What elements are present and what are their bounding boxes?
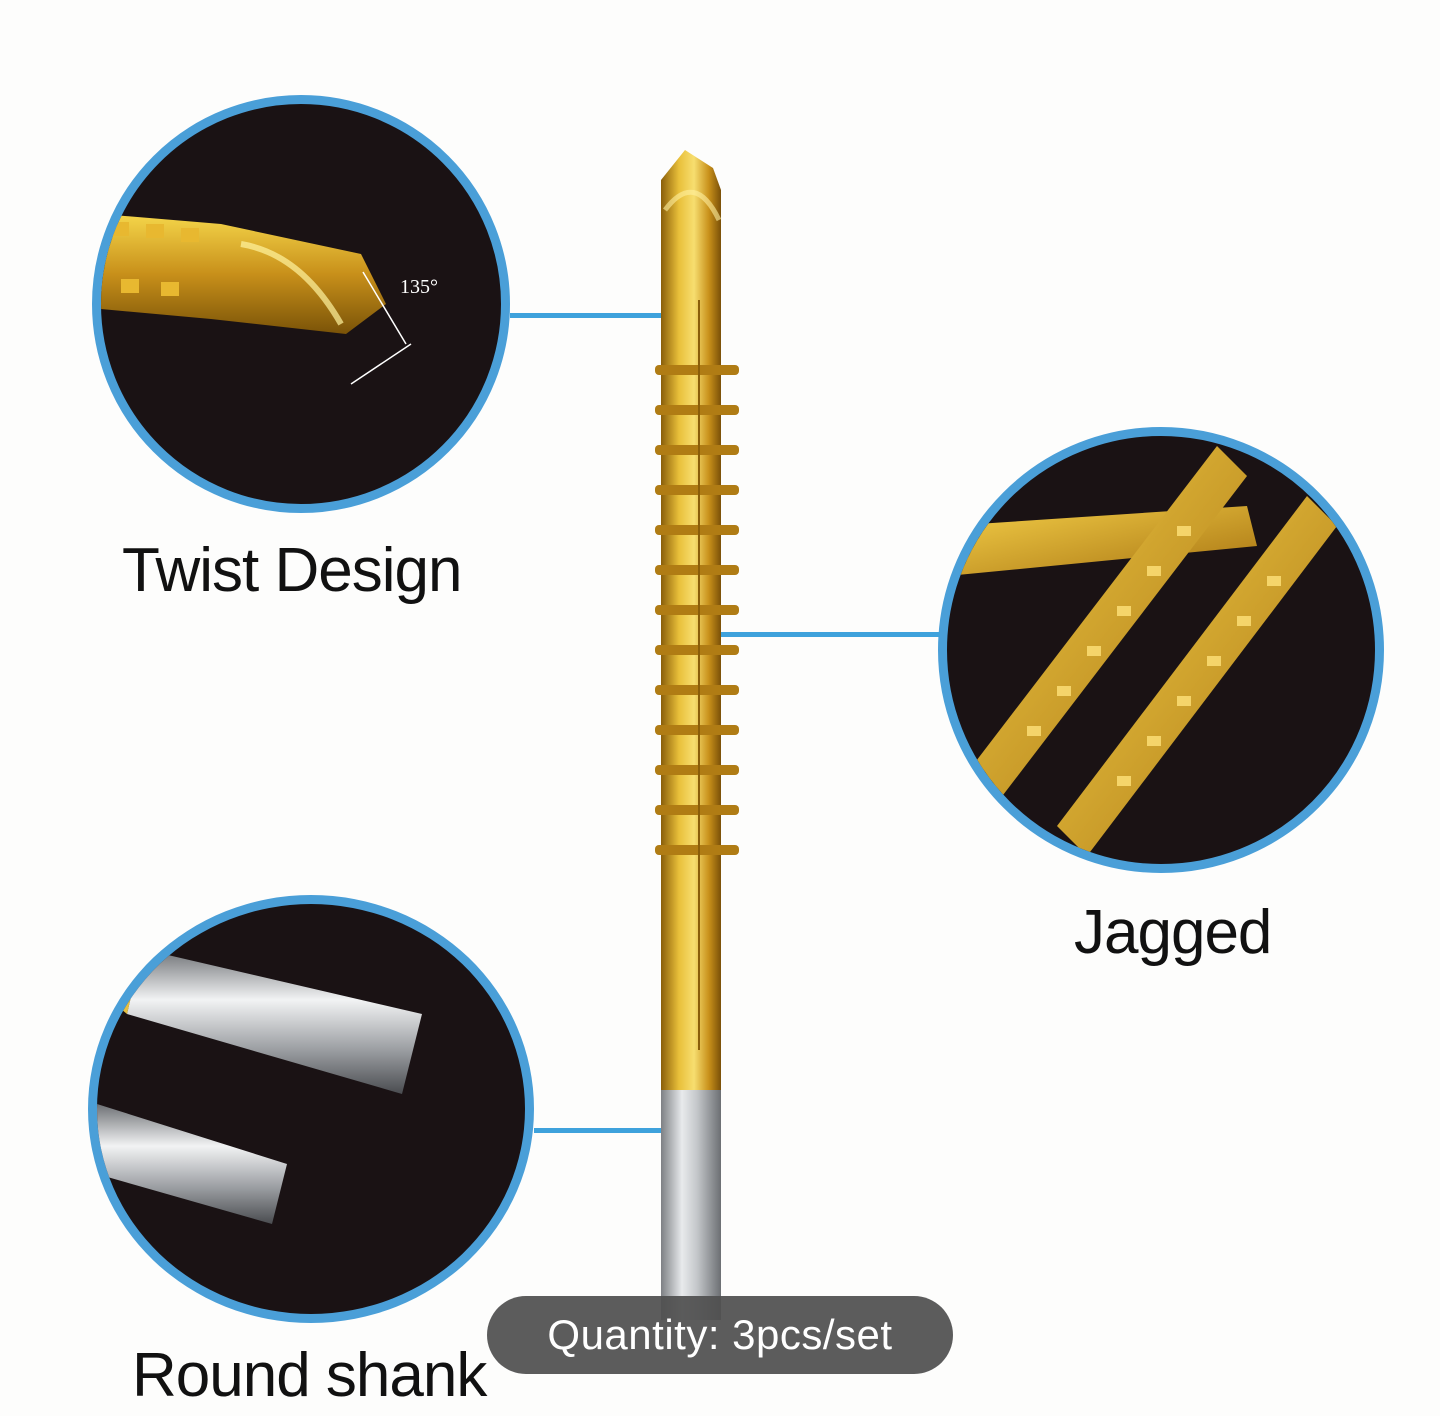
twist-design-label: Twist Design bbox=[122, 536, 462, 605]
round-shank-closeup-image bbox=[97, 949, 422, 1224]
quantity-badge: Quantity: 3pcs/set bbox=[487, 1296, 953, 1374]
twist-connector-line bbox=[510, 313, 666, 318]
jagged-teeth-closeup-image bbox=[947, 446, 1337, 856]
round-shank-label: Round shank bbox=[132, 1341, 487, 1410]
drill-bit-image bbox=[655, 150, 739, 1320]
shank-connector-line bbox=[534, 1128, 664, 1133]
jagged-label: Jagged bbox=[1074, 898, 1272, 967]
drill-tip-closeup-image bbox=[101, 214, 412, 385]
jagged-detail-circle bbox=[938, 427, 1384, 873]
angle-annotation: 135° bbox=[400, 276, 438, 298]
round-shank-detail-circle bbox=[88, 895, 534, 1323]
jagged-connector-line bbox=[712, 632, 940, 637]
twist-design-detail-circle bbox=[92, 95, 510, 513]
